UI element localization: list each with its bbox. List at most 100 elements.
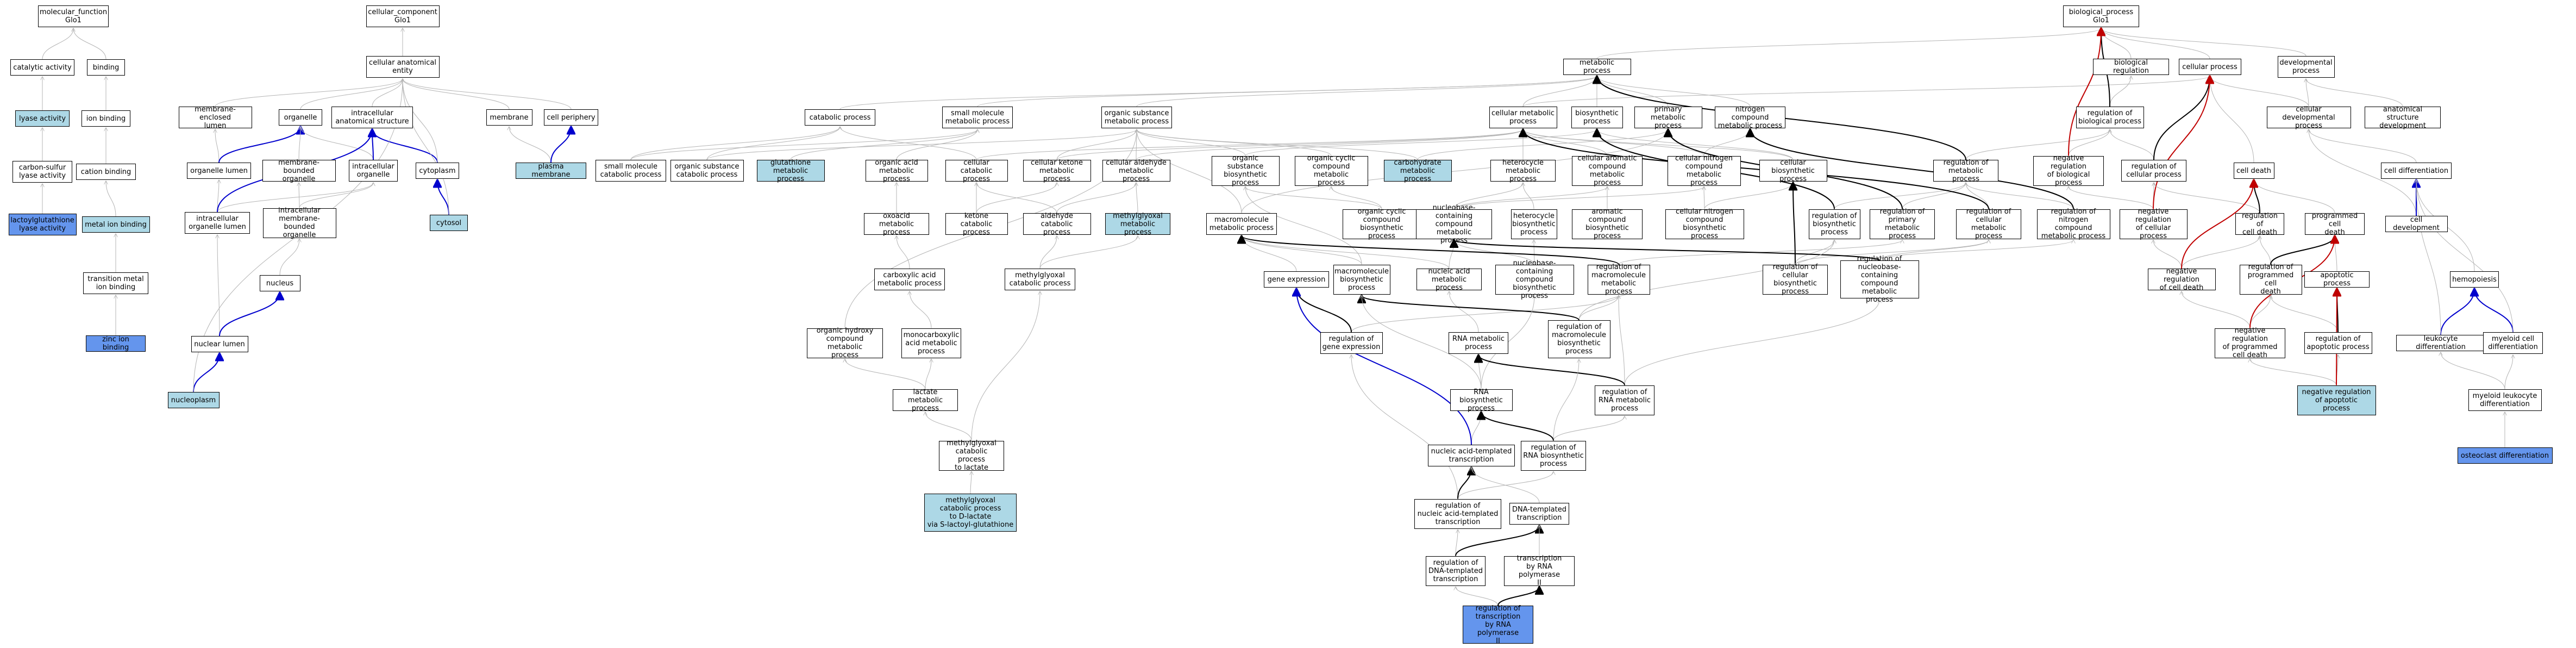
edge-catab-to-metproc <box>839 76 1597 110</box>
go-node-camet: carboxylic acid metabolic process <box>874 269 945 290</box>
edge-cellproc-to-bp <box>2101 28 2210 59</box>
go-node-nbcmet: nucleobase-containing compound metabolic… <box>1416 204 1492 245</box>
edge-cketmet-to-osmet <box>1056 129 1137 160</box>
edge-carcmet-to-cellmet <box>1523 129 1608 156</box>
edge-regprim-to-regmet <box>1902 183 1966 209</box>
edge-glumet-to-smmet <box>790 129 977 160</box>
edge-reggeneexp-to-regmacromet <box>1351 296 1619 333</box>
edge-occbio-to-occmet <box>1331 187 1382 209</box>
go-node-acbio: aromatic compound biosynthetic process <box>1572 208 1643 240</box>
go-node-hetmet: heterocycle metabolic process <box>1490 159 1556 183</box>
edge-apop-to-pcd <box>2335 236 2337 272</box>
go-node-apop: apoptotic process <box>2304 271 2370 288</box>
edge-regbp-to-bioreg <box>2109 76 2131 107</box>
edge-melum-to-cae <box>215 79 403 107</box>
go-node-cketmet: cellular ketone metabolic process <box>1023 159 1091 183</box>
edge-osbio-to-biosyn <box>1245 129 1597 156</box>
edge-cellmet-to-cellproc <box>1522 76 2210 107</box>
edge-macrobio-to-macromet <box>1242 236 1362 265</box>
edge-rnamet-to-namet <box>1449 291 1479 333</box>
go-node-oscat: organic substance catabolic process <box>670 160 744 182</box>
go-node-catab: catabolic process <box>805 109 875 126</box>
edge-dtt-to-natt <box>1471 468 1540 503</box>
edge-macrobio-to-osbio <box>1245 187 1362 265</box>
edge-regrnabio-to-regrnamet <box>1553 416 1625 441</box>
go-node-cytosol: cytosol <box>430 215 468 231</box>
go-node-negregcp: negative regulation of cellular process <box>2119 208 2188 240</box>
edge-regnbcmet-to-regncmet <box>1879 240 2073 261</box>
go-node-osteo: osteoclast differentiation <box>2457 447 2553 464</box>
edge-cytosol-to-cytoplasm <box>437 180 449 215</box>
go-node-mgcat: methylglyoxal catabolic process <box>1005 269 1075 290</box>
go-node-ohcmet: organic hydroxy compound metabolic proce… <box>807 327 883 359</box>
go-node-rnamet: RNA metabolic process <box>1449 332 1508 354</box>
go-node-carbmet: carbohydrate metabolic process <box>1383 159 1452 183</box>
go-node-negregapop: negative regulation of apoptotic process <box>2297 385 2376 415</box>
edge-osmet-to-metproc <box>1136 76 1597 107</box>
go-node-rnabio: RNA biosynthetic process <box>1450 388 1513 413</box>
edge-devproc-to-bp <box>2101 28 2307 57</box>
edge-icorg-to-ias <box>372 129 373 160</box>
go-node-negregpcd: negative regulation of programmed cell d… <box>2215 327 2285 359</box>
go-node-primmet: primary metabolic process <box>1634 105 1702 130</box>
go-node-osmet: organic substance metabolic process <box>1101 107 1172 128</box>
go-node-reggeneexp: regulation of gene expression <box>1320 332 1383 354</box>
go-node-cncmet: cellular nitrogen compound metabolic pro… <box>1667 154 1741 187</box>
go-node-pm: plasma membrane <box>516 163 586 179</box>
edge-natt-to-geneexp <box>1296 289 1472 445</box>
edge-nuclumen-to-nucleus <box>219 292 280 337</box>
edge-nucleoplasm-to-nuclumen <box>193 353 220 392</box>
go-node-regprim: regulation of primary metabolic process <box>1870 208 1935 240</box>
edge-cytoplasm-to-ias <box>372 129 438 163</box>
edge-leukdiff-to-hemo <box>2440 289 2474 335</box>
edge-pcd-to-celldeath <box>2254 180 2335 214</box>
go-node-regmacrobio: regulation of macromolecule biosynthetic… <box>1547 320 1610 358</box>
go-node-regbp: regulation of biological process <box>2076 107 2144 128</box>
edge-reggeneexp-to-geneexp <box>1296 289 1352 333</box>
edge-mgcatlact-to-mgcat <box>971 291 1040 441</box>
edge-orglumen-to-melum <box>215 129 220 163</box>
go-node-regtpol2: regulation of transcription by RNA polym… <box>1463 605 1533 645</box>
go-node-glumet: glutathione metabolic process <box>756 159 825 183</box>
go-node-regcellmet: regulation of cellular metabolic process <box>1956 208 2021 240</box>
edge-mgcat-to-aldcat <box>1039 236 1057 269</box>
go-node-cytoplasm: cytoplasm <box>416 163 459 179</box>
edge-celldiff-to-celldevproc <box>2309 129 2417 163</box>
edge-negregcd-to-negregcp <box>2153 240 2182 269</box>
edge-regrnabio-to-rnabio <box>1481 412 1554 441</box>
go-node-regapop: regulation of apoptotic process <box>2304 332 2372 354</box>
edge-regbio-to-regmet <box>1834 183 1966 209</box>
go-node-imbo: intracellular membrane-bounded organelle <box>262 207 336 239</box>
edge-regcellbio-to-cellbio <box>1793 183 1795 265</box>
go-node-mgdlact: methylglyoxal catabolic process to D-lac… <box>924 494 1017 532</box>
go-node-tmetal: transition metal ion binding <box>83 272 148 294</box>
go-node-nucleoplasm: nucleoplasm <box>167 392 220 408</box>
go-node-devproc: developmental process <box>2277 56 2335 78</box>
edge-aldcat-to-cellcat <box>976 183 1057 214</box>
edge-nbcmet-to-hetmet <box>1453 183 1523 209</box>
edge-icorg-to-organelle <box>300 127 374 160</box>
edge-regncmet-to-regmet <box>1966 183 2074 209</box>
go-node-nbcbio: nucleobase-containing compound biosynthe… <box>1495 259 1574 300</box>
edge-pm-to-membrane <box>509 127 551 163</box>
go-node-caldmet: cellular aldehyde metabolic process <box>1102 159 1170 183</box>
edge-ncmet-to-metproc <box>1597 76 1751 107</box>
edge-aldcat-to-caldmet <box>1056 183 1136 214</box>
edge-macromet-to-primmet <box>1241 129 1668 214</box>
edge-icol-to-icorg <box>217 183 373 213</box>
edge-myeldiff-to-celldiff <box>2416 180 2514 333</box>
go-node-cellmet: cellular metabolic process <box>1489 107 1557 128</box>
edge-negregpcd-to-negregcd <box>2182 291 2251 328</box>
edge-regtpol2-to-regdtt <box>1456 587 1499 606</box>
go-node-myelleuk: myeloid leukocyte differentiation <box>2468 389 2542 411</box>
go-node-catact: catalytic activity <box>10 59 74 76</box>
edge-negregcd-to-celldeath <box>2181 180 2254 269</box>
edge-celldeath-to-cellproc <box>2210 76 2254 163</box>
edge-regrnamet-to-rnamet <box>1478 355 1625 385</box>
go-node-hemo: hemopoiesis <box>2450 271 2499 288</box>
go-node-occbio: organic cyclic compound biosynthetic pro… <box>1342 208 1421 240</box>
go-node-mcamet: monocarboxylic acid metabolic process <box>901 328 961 358</box>
edge-regnatt-to-natt <box>1457 468 1471 499</box>
edge-cellmet-to-metproc <box>1522 76 1597 107</box>
